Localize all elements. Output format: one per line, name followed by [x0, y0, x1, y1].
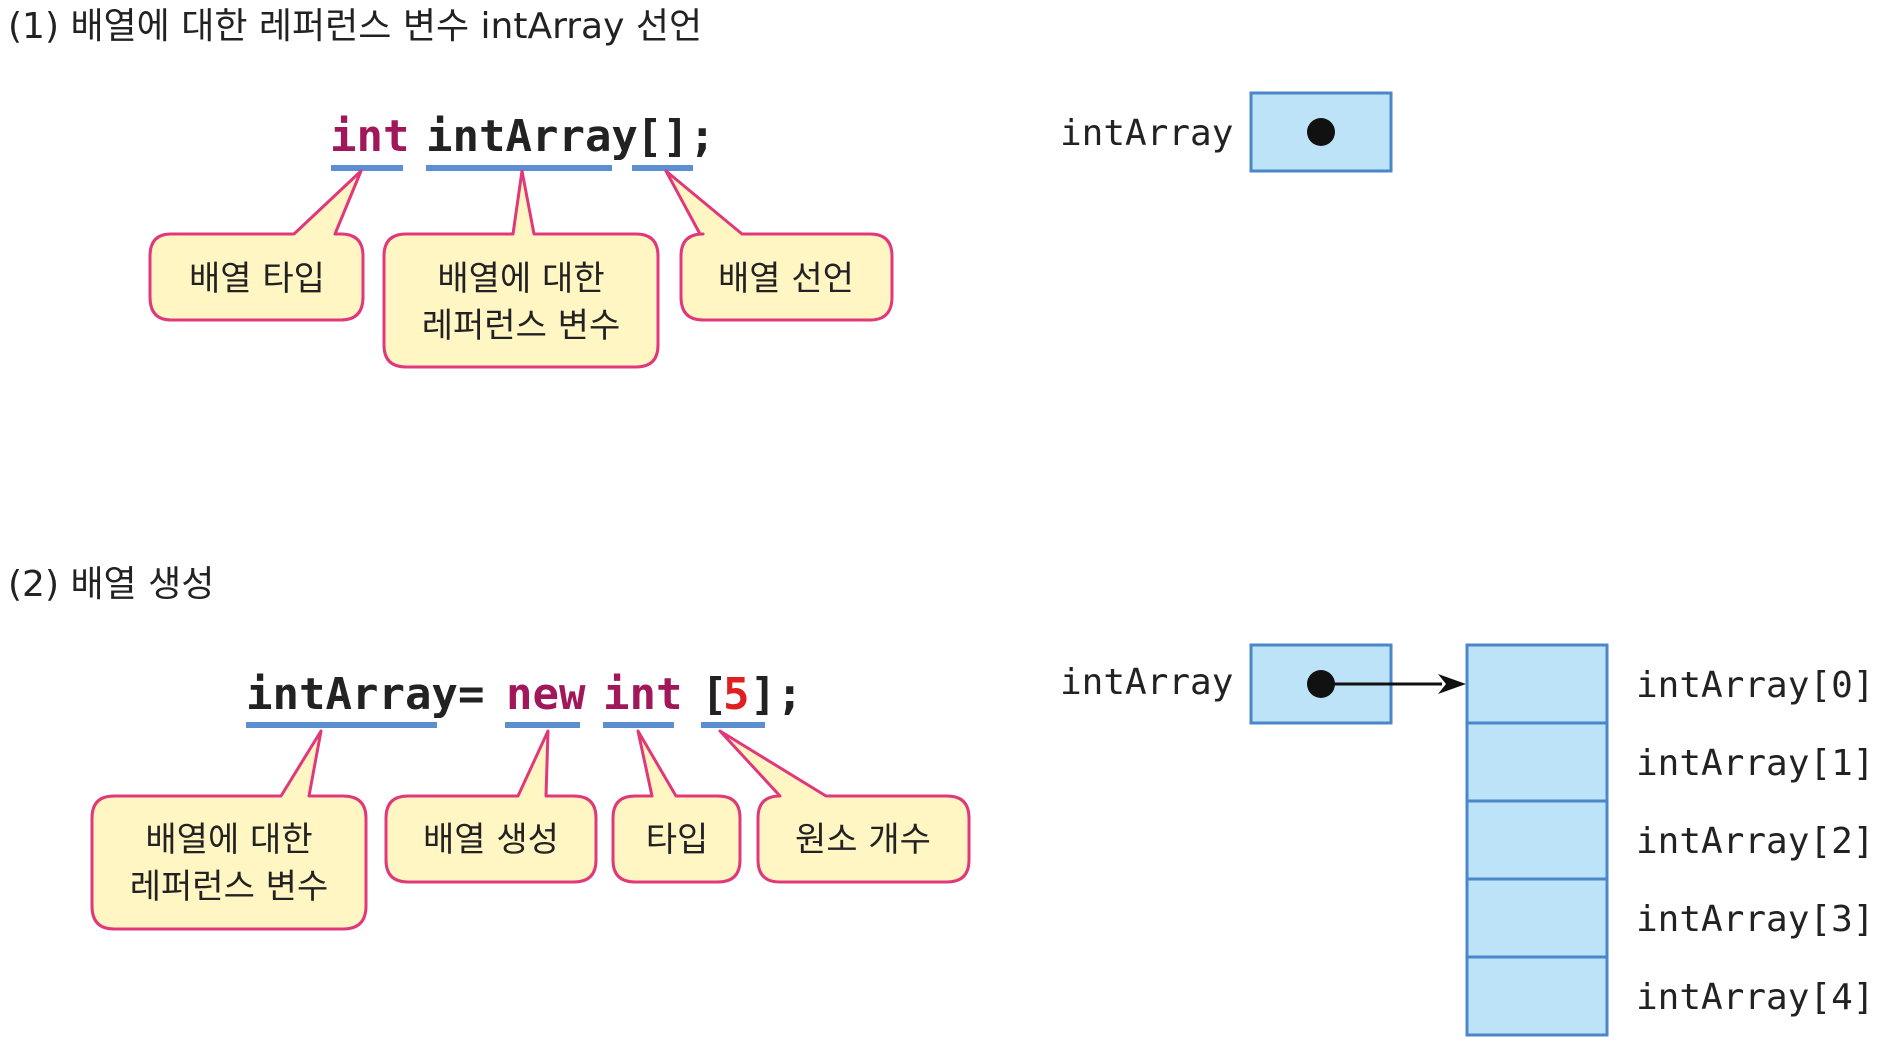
s1-callout-type	[148, 169, 365, 322]
s2-callout-type-label: 타입	[646, 820, 709, 860]
s2-code-intArray: intArray	[246, 669, 458, 720]
s2-code-bracket-open: [	[701, 669, 728, 720]
s1-code-intArray: intArray	[426, 111, 638, 162]
s2-callout-reference	[90, 729, 368, 931]
s1-code-brackets: [];	[636, 111, 715, 162]
s1-callout-reference	[382, 169, 660, 369]
array-cell-1	[1465, 721, 1609, 803]
s2-code-assign: =	[458, 669, 485, 720]
s2-callout-reference-line2: 레퍼런스 변수	[130, 867, 329, 907]
s1-callout-type-label: 배열 타입	[189, 259, 325, 299]
array-cell-label-0: intArray[0]	[1636, 665, 1874, 706]
s2-callout-count-label: 원소 개수	[795, 820, 931, 860]
s2-callout-type	[611, 729, 742, 884]
s2-code-size: 5	[723, 669, 750, 720]
s2-callout-count	[718, 729, 971, 884]
s2-code-new-keyword: new	[506, 669, 586, 720]
array-cell-3	[1465, 877, 1609, 959]
s1-callout-reference-line1: 배열에 대한	[437, 259, 604, 299]
s2-code-bracket-close: ];	[750, 669, 803, 720]
array-cell-2	[1465, 799, 1609, 881]
s1-callout-reference-line2: 레퍼런스 변수	[422, 306, 621, 346]
array-cell-label-1: intArray[1]	[1636, 743, 1874, 784]
section2-title: (2) 배열 생성	[8, 564, 214, 605]
s2-callout-create	[384, 729, 598, 884]
s1-ref-null-dot	[1307, 118, 1335, 146]
array-cell-label-2: intArray[2]	[1636, 821, 1874, 862]
s2-ref-arrowhead	[1438, 674, 1466, 694]
s1-callout-declaration-label: 배열 선언	[718, 259, 854, 299]
s2-callout-create-label: 배열 생성	[423, 820, 559, 860]
array-cell-label-4: intArray[4]	[1636, 977, 1874, 1018]
section1-title: (1) 배열에 대한 레퍼런스 변수 intArray 선언	[8, 6, 702, 47]
s1-ref-label: intArray	[1060, 113, 1233, 154]
array-cell-0	[1465, 643, 1609, 725]
s2-ref-label: intArray	[1060, 662, 1233, 703]
s1-code-int-keyword: int	[330, 111, 409, 162]
array-cell-4	[1465, 955, 1609, 1037]
array-cells: intArray[0] intArray[1] intArray[2] intArra…	[1465, 643, 1874, 1037]
s2-code-int-keyword: int	[603, 669, 682, 720]
array-cell-label-3: intArray[3]	[1636, 899, 1874, 940]
s2-callout-reference-line1: 배열에 대한	[145, 820, 312, 860]
s1-callout-declaration	[664, 169, 894, 322]
